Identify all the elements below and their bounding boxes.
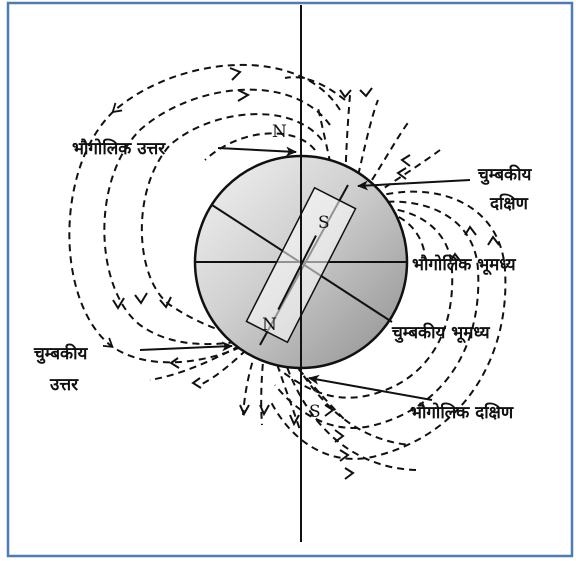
magnet-north-label: N xyxy=(262,315,277,335)
label-geographic-north: भौगोलिक उत्तर xyxy=(72,138,166,159)
label-magnetic-south-line1: चुम्बकीय xyxy=(477,164,532,185)
label-magnetic-north-line1: चुम्बकीय xyxy=(33,343,88,364)
label-magnetic-equator: चुम्बकीय भूमध्य xyxy=(391,322,491,344)
label-magnetic-north-line2: उत्तर xyxy=(49,375,79,395)
label-magnetic-south-line2: दक्षिण xyxy=(489,193,529,214)
axis-south-label: S xyxy=(309,402,321,422)
magnet-south-label: S xyxy=(318,213,330,233)
axis-north-label: N xyxy=(272,122,287,142)
label-geographic-south: भौगोलिक दक्षिण xyxy=(410,402,514,423)
label-geographic-equator: भौगोलिक भूमध्य xyxy=(412,254,517,276)
